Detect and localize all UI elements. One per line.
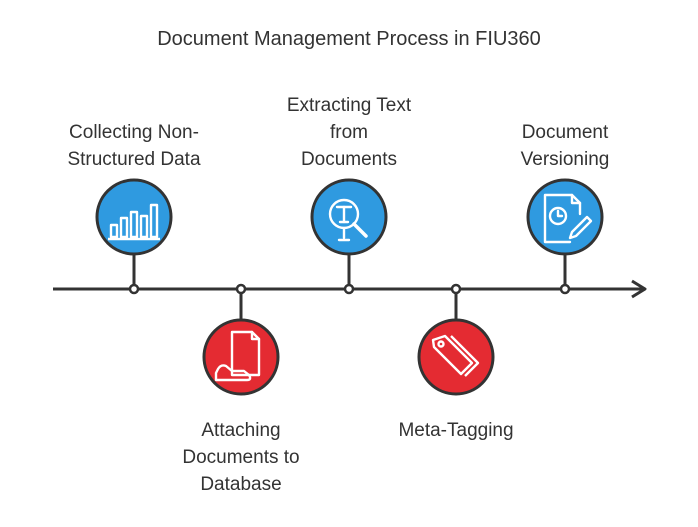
step-circle [310,178,388,256]
step-circle [95,178,173,256]
step-label-versioning: Document Versioning [520,122,610,170]
step-label-meta-tagging: Meta-Tagging [398,420,514,441]
document-clock-icon [543,193,593,244]
timeline-arrowhead [631,279,647,299]
step-meta-tagging [417,283,495,396]
document-hand-icon [214,330,261,382]
bar-chart-icon [108,203,160,241]
step-collecting-data [95,178,173,295]
step-extracting-text [310,178,388,295]
diagram-title: Document Management Process in FIU360 [157,28,541,50]
step-label-collecting: Collecting Non- Structured Data [67,122,201,170]
step-label-extracting: Extracting Text from Documents [286,95,412,170]
timeline-node [128,283,140,295]
step-label-attaching: Attaching Documents to Database [182,420,300,495]
timeline-node [450,283,462,295]
text-search-icon [328,198,368,242]
step-document-versioning [526,178,604,295]
timeline-node [343,283,355,295]
step-attaching-documents [202,283,280,396]
tags-icon [431,334,480,377]
step-circle [417,318,495,396]
timeline-node [235,283,247,295]
timeline-node [559,283,571,295]
